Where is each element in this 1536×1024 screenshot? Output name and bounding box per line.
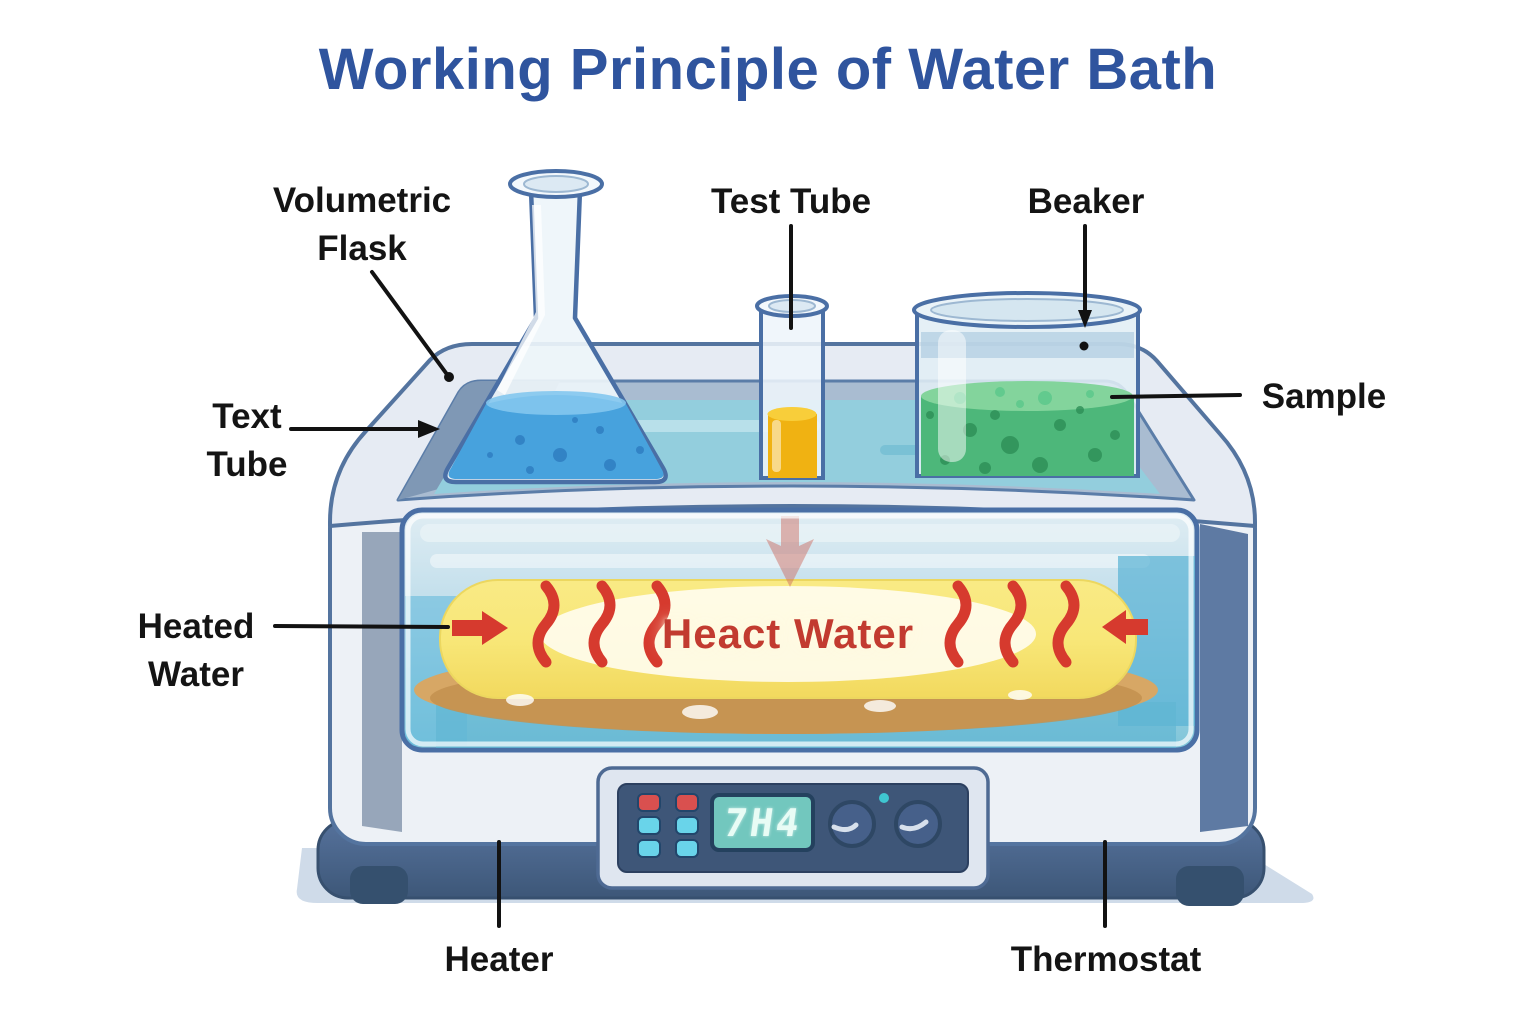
beaker-label: Beaker <box>1027 182 1145 221</box>
indicator-led <box>879 793 889 803</box>
control-panel <box>596 766 990 890</box>
flask-liquid <box>448 395 664 479</box>
test-tube-label: Test Tube <box>710 182 872 221</box>
volumetric-flask-pointer-dot <box>444 372 454 382</box>
flask-mouth <box>523 175 589 193</box>
panel-buttons[interactable] <box>637 793 699 858</box>
heat-water-caption: Heact Water <box>661 610 915 657</box>
heated-water-label: Heated Water <box>138 603 255 698</box>
left-foot <box>350 866 408 904</box>
leader-lines <box>273 224 1242 928</box>
heated-water-label-line1: Heated <box>137 607 255 646</box>
heater-label: Heater <box>444 940 554 979</box>
beaker-pointer-dot <box>1079 341 1089 351</box>
timer-knob[interactable] <box>894 800 942 848</box>
text-tube-label: Text Tube <box>206 393 287 488</box>
flask-highlight <box>497 205 545 395</box>
beaker-highlight <box>938 330 966 462</box>
heated-water-label-line2: Water <box>148 654 244 694</box>
text-tube-label-line1: Text <box>212 397 282 436</box>
right-foot <box>1176 866 1244 906</box>
window-inner-edge <box>405 513 1194 747</box>
plate-flecks <box>506 690 1032 719</box>
body-right-shading <box>1200 524 1248 832</box>
test-tube <box>755 294 829 480</box>
beaker-pointer-arrowhead <box>1078 310 1092 328</box>
window-contents <box>405 516 1195 748</box>
flask-liquid-speckles <box>487 417 644 474</box>
sample-label: Sample <box>1261 377 1387 416</box>
tube-highlight <box>772 420 781 472</box>
flask-liquid-surface <box>486 391 626 415</box>
body-left-shading <box>362 532 402 832</box>
beaker-mouth <box>930 298 1124 322</box>
convection-down-arrow <box>766 516 814 587</box>
sample-pointer <box>1110 393 1242 399</box>
temperature-knob[interactable] <box>828 800 876 848</box>
volumetric-flask-label-line2: Flask <box>317 228 407 268</box>
thermostat-label: Thermostat <box>1010 940 1202 979</box>
beaker <box>912 291 1142 478</box>
volumetric-flask <box>443 169 668 485</box>
volumetric-flask-label: Volumetric Flask <box>273 177 451 272</box>
lcd-display-value: 7H4 <box>721 801 805 845</box>
beaker-liquid-spots <box>926 406 1120 474</box>
heat-arrow-right <box>1102 610 1148 644</box>
heated-water-pointer <box>273 624 450 629</box>
tube-liquid-surface <box>767 407 817 421</box>
beaker-liquid-surface <box>921 381 1133 411</box>
heat-arrow-left <box>452 611 508 645</box>
text-tube-label-line2: Tube <box>206 444 288 484</box>
page-title: Working Principle of Water Bath <box>318 37 1218 102</box>
text-tube-pointer-arrowhead <box>418 420 440 438</box>
lcd-display <box>710 793 815 852</box>
volumetric-flask-pointer <box>370 270 448 375</box>
volumetric-flask-label-line1: Volumetric <box>272 181 452 220</box>
heat-squiggles <box>532 580 1080 668</box>
